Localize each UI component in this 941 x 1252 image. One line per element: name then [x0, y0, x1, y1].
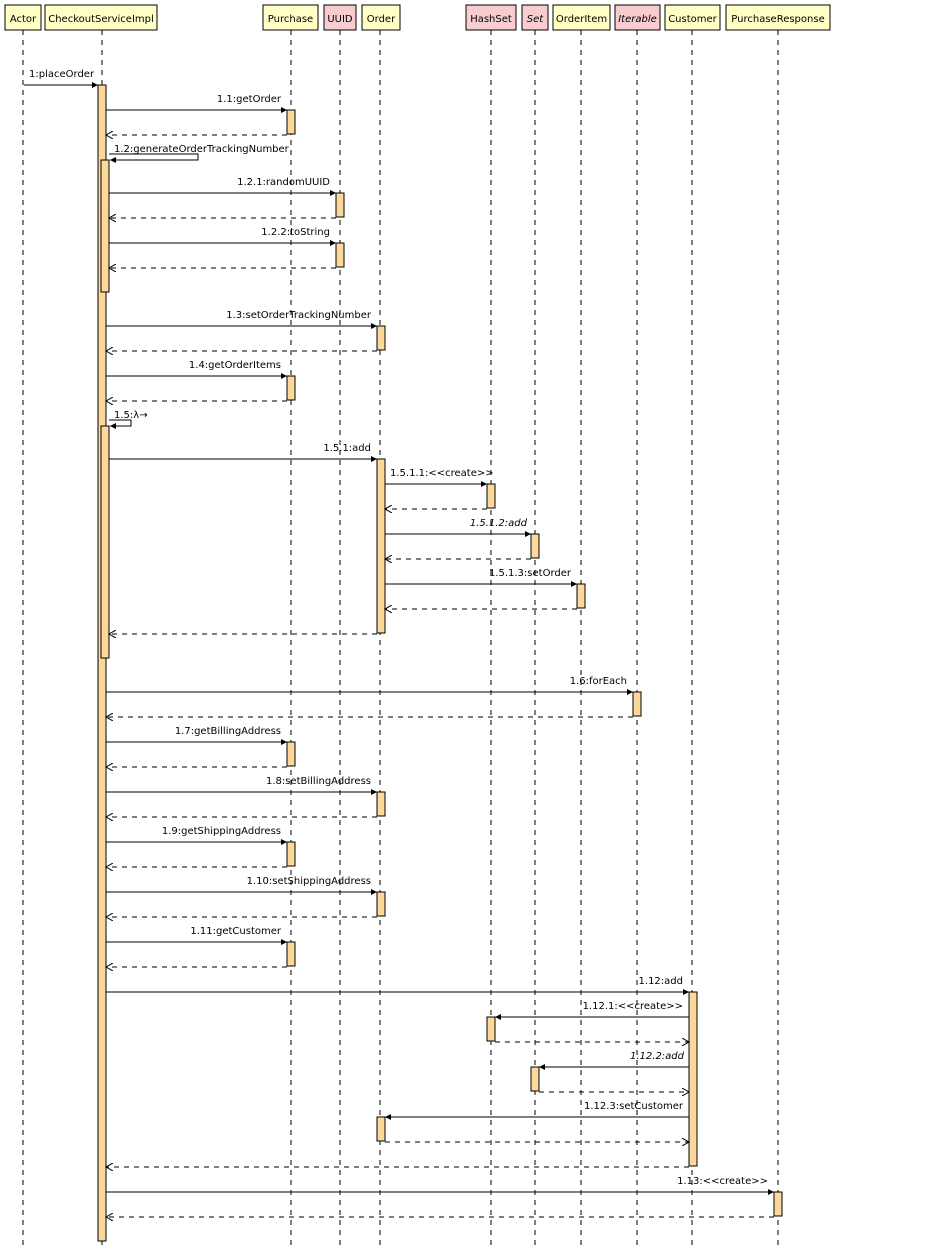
message-label: 1.9:getShippingAddress	[162, 826, 281, 837]
message-label: 1.2:generateOrderTrackingNumber	[114, 144, 290, 155]
activation-bar	[376, 458, 386, 634]
message-label: 1.11:getCustomer	[190, 926, 282, 937]
participant-label-set: Set	[527, 14, 545, 25]
participant-box-customer[interactable]	[664, 4, 721, 31]
messages: 1:placeOrder 1.1:getOrder 1.2:generateOrde…	[24, 69, 774, 1217]
activation-bar	[286, 375, 296, 401]
activation-bar	[376, 891, 386, 917]
participant-box-hashset[interactable]	[465, 4, 517, 31]
activation-bar	[576, 583, 586, 609]
message-label: 1.12:add	[639, 976, 683, 987]
message-label: 1.5:λ→	[114, 410, 148, 421]
activation-bar	[376, 791, 386, 817]
participant-label-customer: Customer	[668, 14, 717, 25]
activation-bar	[286, 941, 296, 967]
activation-bar	[632, 691, 642, 717]
message-label: 1.5.1.2:add	[470, 518, 528, 529]
participant-heads: Actor CheckoutServiceImpl Purchase UUID Orde…	[4, 4, 831, 31]
activation-bar	[376, 325, 386, 351]
activation-bar	[335, 242, 345, 268]
message-label: 1.12.3:setCustomer	[584, 1101, 684, 1112]
participant-label-purchase-response: PurchaseResponse	[731, 14, 824, 25]
message-label: 1.6:forEach	[570, 676, 627, 687]
activation-bars	[97, 84, 783, 1242]
participant-label-hashset: HashSet	[470, 14, 512, 25]
participant-box-orderitem[interactable]	[552, 4, 611, 31]
participant-box-checkout-service-impl[interactable]	[44, 4, 158, 31]
message-label: 1.1:getOrder	[217, 94, 282, 105]
message-label: 1.3:setOrderTrackingNumber	[226, 310, 372, 321]
activation-bar	[530, 533, 540, 559]
message-label: 1.8:setBillingAddress	[266, 776, 371, 787]
participant-box-uuid[interactable]	[323, 4, 357, 31]
participant-box-purchase-response[interactable]	[725, 4, 831, 31]
activation-bar	[486, 1016, 496, 1042]
message-label: 1.7:getBillingAddress	[175, 726, 281, 737]
message-label: 1.4:getOrderItems	[189, 360, 281, 371]
participant-box-set[interactable]	[521, 4, 549, 31]
activation-bar	[688, 991, 698, 1167]
self-call-arrow	[109, 153, 199, 163]
message-label: 1.5.1.1:<<create>>	[390, 468, 494, 479]
participant-label-orderitem: OrderItem	[556, 14, 607, 25]
participant-box-order[interactable]	[361, 4, 401, 31]
message-label: 1.12.2:add	[630, 1051, 685, 1062]
message-label: 1.10:setShippingAddress	[247, 876, 371, 887]
message-label: 1.12.1:<<create>>	[583, 1001, 683, 1012]
participant-label-checkout-service-impl: CheckoutServiceImpl	[48, 14, 154, 25]
self-call-arrow	[109, 419, 132, 429]
participant-label-actor: Actor	[10, 14, 37, 25]
activation-bar	[530, 1066, 540, 1092]
activation-bar	[100, 159, 110, 293]
participant-box-iterable[interactable]	[614, 4, 661, 31]
message-label: 1.13:<<create>>	[677, 1176, 768, 1187]
activation-bar	[100, 425, 110, 659]
message-label: 1.2.2:toString	[261, 227, 330, 238]
message-label: 1.2.1:randomUUID	[237, 177, 330, 188]
activation-bar	[286, 741, 296, 767]
message-label: 1.5.1:add	[323, 443, 371, 454]
message-label: 1:placeOrder	[29, 69, 95, 80]
activation-bar	[773, 1191, 783, 1217]
activation-bar	[486, 483, 496, 509]
participant-label-purchase: Purchase	[268, 14, 313, 25]
participant-box-actor[interactable]	[4, 4, 42, 31]
participant-label-uuid: UUID	[327, 14, 353, 25]
activation-bar	[335, 192, 345, 218]
activation-bar	[376, 1116, 386, 1142]
activation-bar	[97, 84, 107, 1242]
activation-bar	[286, 841, 296, 867]
participant-box-purchase[interactable]	[262, 4, 319, 31]
participant-label-order: Order	[367, 14, 396, 25]
participant-label-iterable: Iterable	[618, 14, 657, 25]
message-label: 1.5.1.3:setOrder	[489, 568, 572, 579]
activation-bar	[286, 109, 296, 135]
